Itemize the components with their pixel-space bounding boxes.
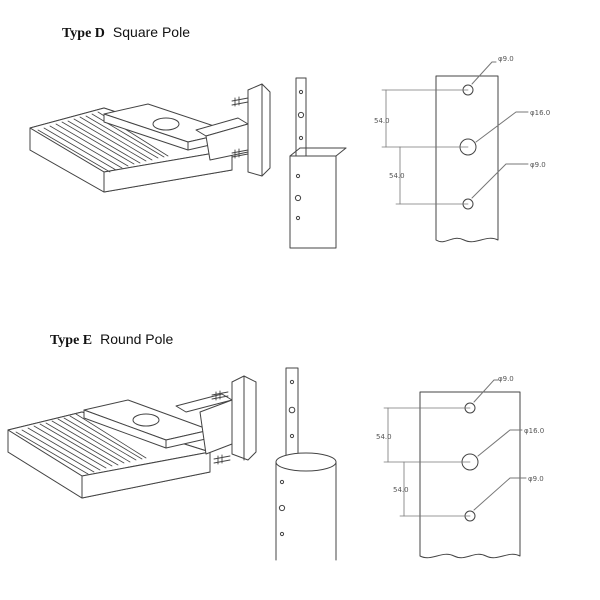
heatsink-fins <box>15 413 147 475</box>
bolt-icon <box>231 96 249 159</box>
type-e-hole-drawing <box>383 379 527 559</box>
hole-center-diameter-d: φ16.0 <box>530 109 550 117</box>
section-title-type-e: Type E Round Pole <box>50 331 173 349</box>
hole-bottom-diameter-d: φ9.0 <box>530 161 546 169</box>
dim-upper-e: 54.0 <box>376 433 392 441</box>
type-d-square-pole <box>289 77 347 249</box>
bolt-icon <box>211 390 231 465</box>
type-d-fixture <box>29 83 271 193</box>
type-e-fixture <box>7 375 257 499</box>
dim-upper-d: 54.0 <box>374 117 390 125</box>
hole-bottom-diameter-e: φ9.0 <box>528 475 544 483</box>
type-d-hole-drawing <box>381 61 529 243</box>
type-e-label: Type E <box>50 333 93 348</box>
square-pole-label: Square Pole <box>112 24 190 40</box>
dim-lower-d: 54.0 <box>389 172 405 180</box>
round-pole-label: Round Pole <box>100 331 174 347</box>
type-d-label: Type D <box>62 26 105 41</box>
hole-top-diameter-d: φ9.0 <box>498 55 514 63</box>
type-e-round-pole <box>275 367 337 561</box>
hole-center-diameter-e: φ16.0 <box>524 427 544 435</box>
section-title-type-d: Type D Square Pole <box>62 24 190 42</box>
hole-top-diameter-e: φ9.0 <box>498 375 514 383</box>
dim-lower-e: 54.0 <box>393 486 409 494</box>
